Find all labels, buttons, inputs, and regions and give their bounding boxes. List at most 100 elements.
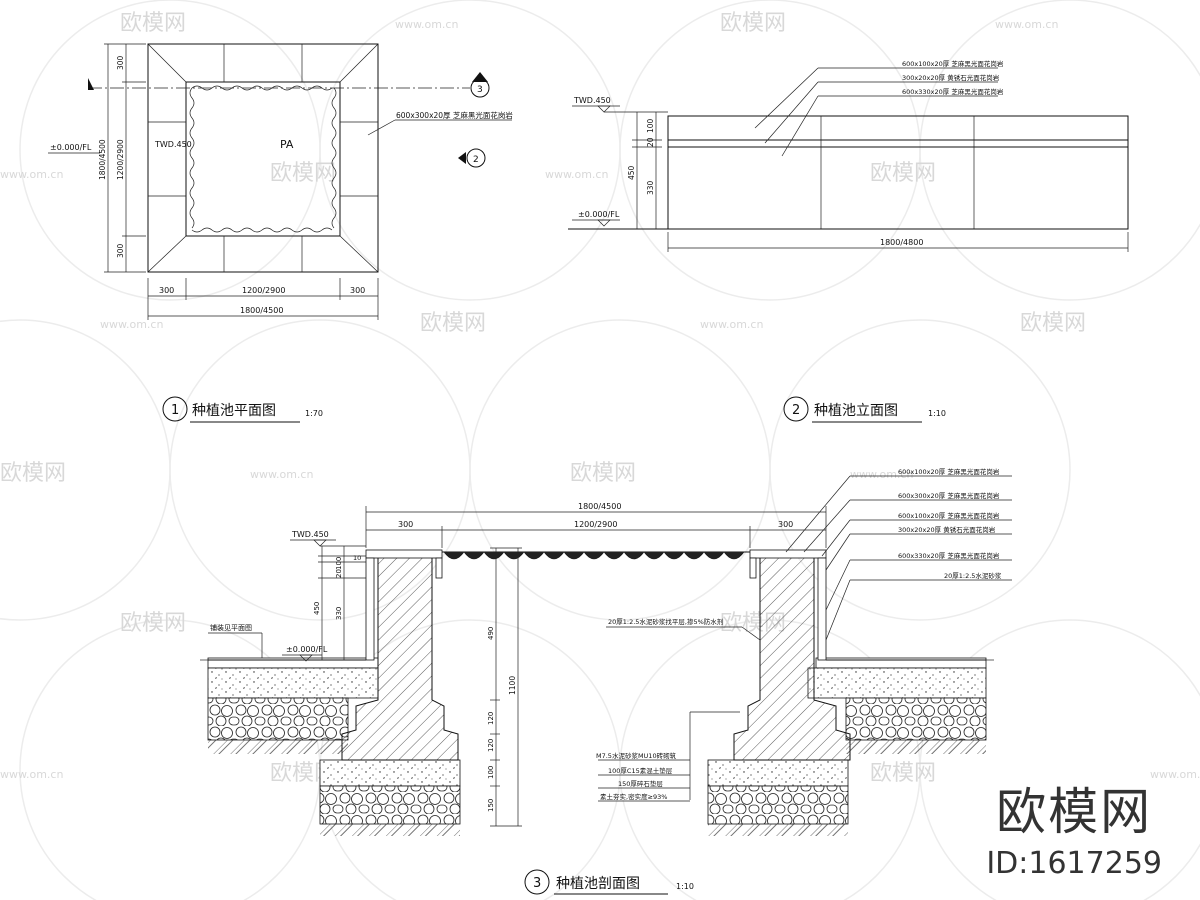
section-mark-2: 2	[458, 148, 486, 168]
watermark-brand: 欧模网	[870, 761, 936, 786]
section-dim-top-center: 1200/2900	[574, 520, 617, 529]
section-dim-left-100: 100	[335, 557, 343, 570]
section-number: 3	[533, 876, 541, 891]
brick-wall-left	[341, 555, 459, 761]
section-scale: 1:10	[676, 882, 694, 891]
concrete-pad-left	[319, 759, 461, 787]
plan-dim-left-bottom: 300	[116, 243, 125, 258]
elevation-dim-330: 330	[646, 180, 655, 195]
elevation-dim-100: 100	[646, 118, 655, 133]
plan-view: PA TWD.450 ±0.000/FL 600x300x20厚 芝麻黑光面花岗…	[48, 43, 513, 423]
section-callout-2: 600x300x20厚 芝麻黑光面花岗岩	[898, 491, 1000, 500]
elevation-wall	[667, 146, 1129, 230]
section-callout-waterproof: 20厚1:2.5水泥砂浆找平层,掺5%防水剂	[608, 617, 723, 626]
section-layer-soil: 素土夯实,密实度≥93%	[600, 792, 667, 801]
plan-dim-total: 1800/4500	[240, 306, 283, 315]
elevation-number: 2	[792, 403, 800, 418]
section-dim-mid-490: 490	[487, 627, 495, 640]
plan-callout: 600x300x20厚 芝麻黑光面花岗岩	[396, 110, 513, 120]
watermark-site: www.om.cn	[1150, 768, 1200, 781]
watermark-brand-large: 欧模网	[996, 783, 1153, 841]
section-callout-1: 600x100x20厚 芝麻黑光面花岗岩	[898, 467, 1000, 476]
section-title: 种植池剖面图	[556, 876, 640, 892]
brick-wall-right	[733, 555, 851, 761]
watermark-brand: 欧模网	[1020, 311, 1086, 336]
elevation-label-level: ±0.000/FL	[578, 210, 620, 219]
section-dim-top-left: 300	[398, 520, 413, 529]
elevation-label-twd: TWD.450	[573, 96, 611, 105]
svg-text:3: 3	[477, 85, 483, 95]
section-callout-4: 300x20x20厚 黄锈石光面花岗岩	[898, 525, 996, 534]
section-label-level: ±0.000/FL	[286, 645, 328, 654]
concrete-pad-right	[707, 759, 849, 787]
watermark-site: www.om.cn	[545, 168, 608, 181]
plan-dim-right: 300	[350, 286, 365, 295]
section-callout-5: 600x330x20厚 芝麻黑光面花岗岩	[898, 551, 1000, 560]
coping-left	[365, 549, 443, 559]
plan-dim-left-total: 1800/4500	[98, 139, 107, 180]
section-dim-top-right: 300	[778, 520, 793, 529]
watermark-brand: 欧模网	[720, 11, 786, 36]
section-view: 1800/4500 300 1200/2900 300 TWD.450 ±0.0…	[200, 467, 1012, 895]
watermark-brand: 欧模网	[120, 11, 186, 36]
section-callout-6: 20厚1:2.5水泥砂浆	[944, 571, 1002, 580]
section-label-paving: 铺装见平面图	[210, 623, 252, 632]
section-dim-left-330: 330	[335, 607, 343, 620]
watermark-brand: 欧模网	[0, 461, 66, 486]
watermark-brand: 欧模网	[570, 461, 636, 486]
elevation-callout-3: 600x330x20厚 芝麻黑光面花岗岩	[902, 87, 1004, 96]
svg-text:2: 2	[473, 155, 479, 165]
gravel-bed-left	[319, 785, 461, 825]
plan-scale: 1:70	[305, 409, 323, 418]
section-layer-brick: M7.5水泥砂浆MU10砖砌筑	[596, 751, 677, 760]
section-dim-left-450: 450	[313, 602, 321, 615]
plan-label-twd: TWD.450	[154, 140, 192, 149]
coping-right	[749, 549, 827, 559]
watermark-site: www.om.cn	[0, 768, 63, 781]
section-dim-total: 1800/4500	[578, 502, 621, 511]
section-dim-left-20: 20	[335, 569, 343, 578]
section-mark-3: 3	[470, 72, 490, 98]
plan-title: 种植池平面图	[192, 403, 276, 419]
watermark-site: www.om.cn	[0, 168, 63, 181]
section-dim-mid-120b: 120	[487, 739, 495, 752]
watermark-site: www.om.cn	[995, 18, 1058, 31]
watermark-site: www.om.cn	[850, 468, 913, 481]
watermark-site: www.om.cn	[700, 318, 763, 331]
watermark-brand-block: 欧模网 ID:1617259	[986, 772, 1162, 881]
planting-soil-surface	[442, 551, 750, 560]
plan-label-level: ±0.000/FL	[50, 143, 92, 152]
section-dim-mid-120a: 120	[487, 712, 495, 725]
section-layer-concrete: 100厚C15素混土垫层	[608, 766, 673, 775]
section-dim-mid-150: 150	[487, 799, 495, 812]
elevation-coping	[667, 115, 1129, 141]
elevation-callout-1: 600x100x20厚 芝麻黑光面花岗岩	[902, 59, 1004, 68]
section-dim-mid-1100: 1100	[508, 676, 517, 695]
plan-number: 1	[171, 403, 179, 418]
watermark-site: www.om.cn	[100, 318, 163, 331]
elevation-scale: 1:10	[928, 409, 946, 418]
watermark-brand: 欧模网	[120, 611, 186, 636]
watermark-brand: 欧模网	[270, 161, 336, 186]
plan-outer-edge	[147, 43, 379, 273]
plan-dim-left-mid: 1200/2900	[116, 139, 125, 180]
plan-dim-left-top: 300	[116, 55, 125, 70]
watermark-brand: 欧模网	[420, 311, 486, 336]
section-callout-3: 600x100x20厚 芝麻黑光面花岗岩	[898, 511, 1000, 520]
watermark-site: www.om.cn	[250, 468, 313, 481]
elevation-callout-2: 300x20x20厚 黄锈石光面花岗岩	[902, 73, 1000, 82]
section-layer-gravel: 150厚碎石垫层	[618, 779, 663, 788]
plan-label-pa: PA	[280, 138, 294, 151]
elevation-dim-total: 1800/4800	[880, 238, 923, 247]
watermark-id: ID:1617259	[986, 846, 1162, 881]
plan-inner-opening	[185, 81, 341, 237]
plan-dim-center: 1200/2900	[242, 286, 285, 295]
elevation-dim-450: 450	[627, 165, 636, 180]
plan-dim-left: 300	[159, 286, 174, 295]
elevation-dim-20: 20	[646, 137, 655, 147]
watermark-site: www.om.cn	[395, 18, 458, 31]
gravel-bed-right	[707, 785, 849, 825]
section-label-twd: TWD.450	[291, 530, 329, 539]
